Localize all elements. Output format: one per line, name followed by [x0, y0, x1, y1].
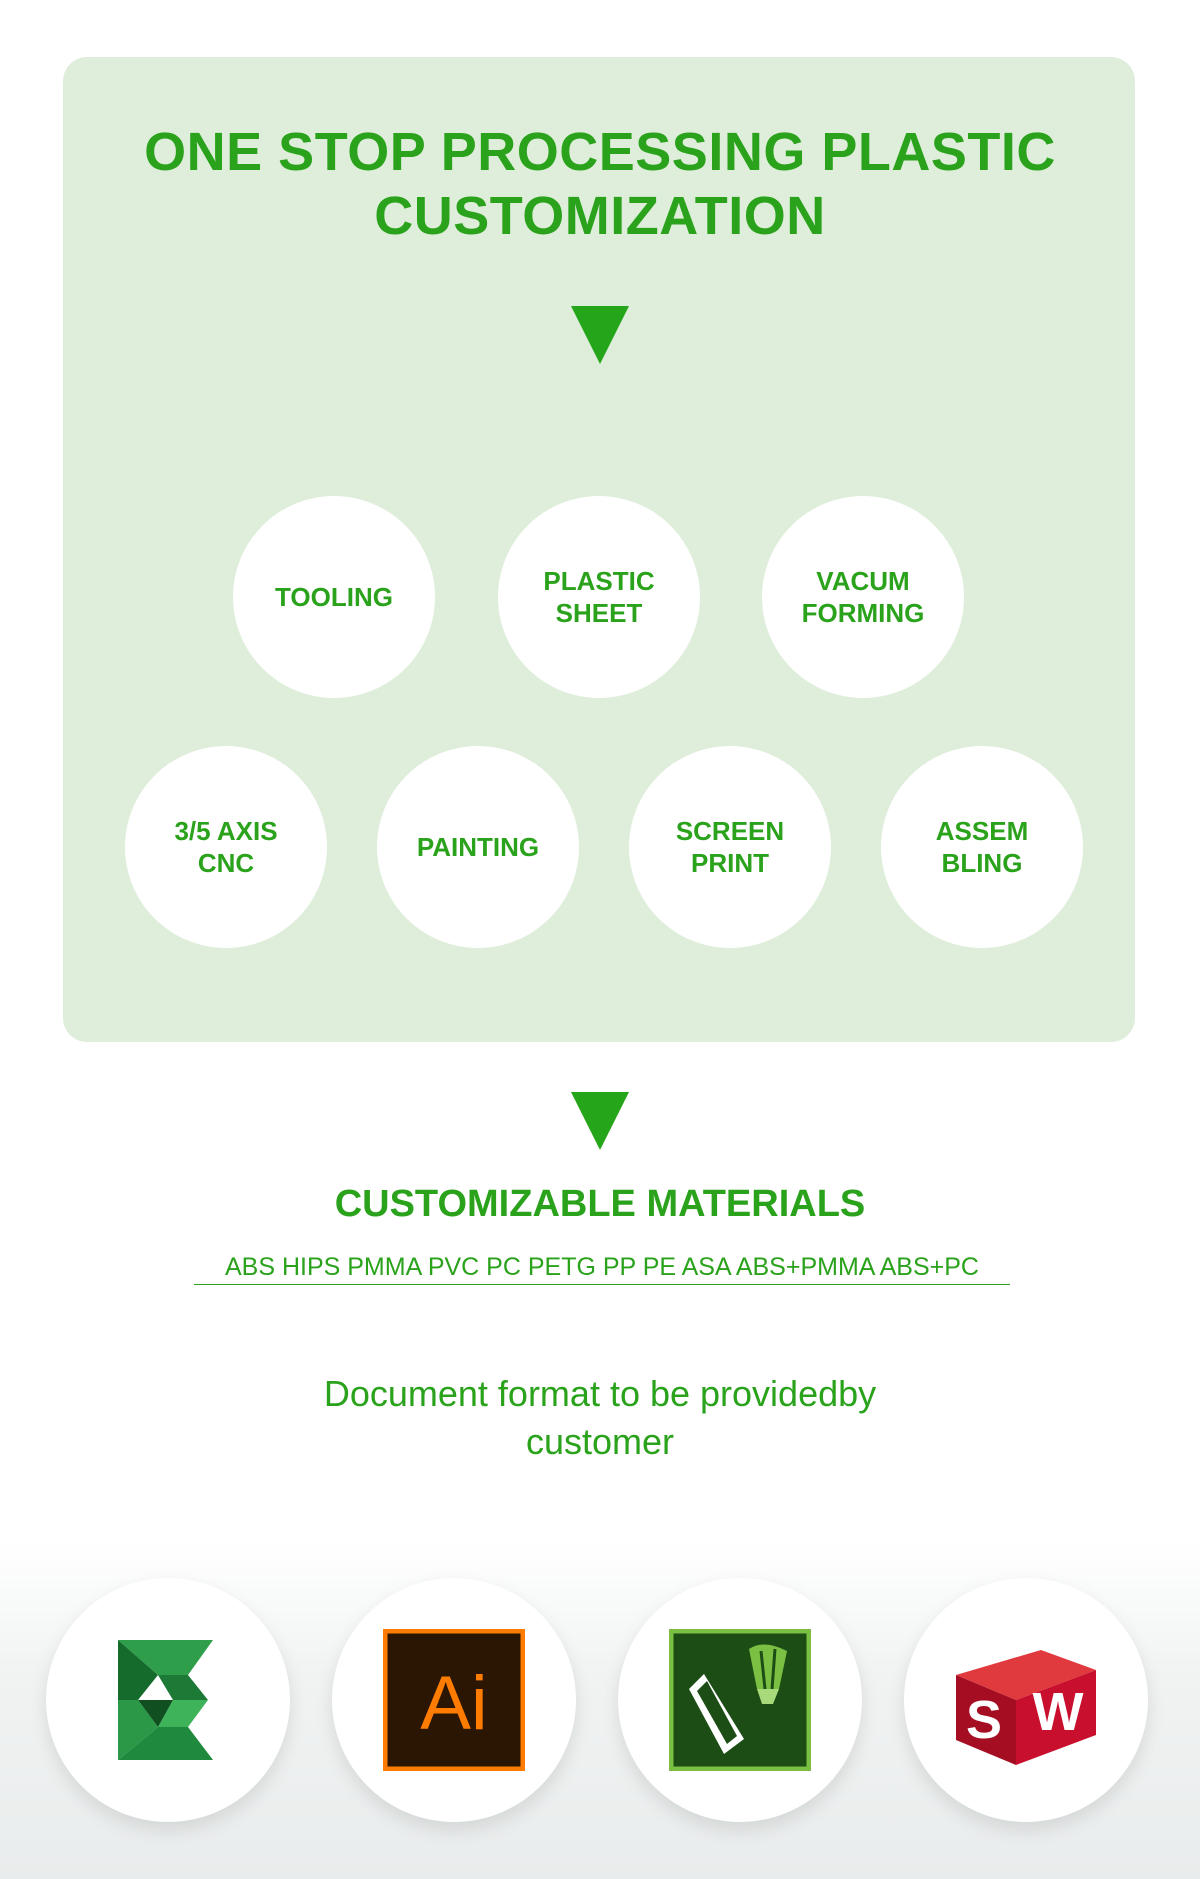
service-cnc: 3/5 AXIS CNC: [125, 746, 327, 948]
materials-title: CUSTOMIZABLE MATERIALS: [334, 1183, 866, 1225]
page-title-line2: CUSTOMIZATION: [374, 186, 826, 246]
down-arrow-icon: [571, 1092, 629, 1150]
3ds-max-icon: [118, 1640, 213, 1760]
svg-text:W: W: [1033, 1682, 1084, 1742]
page-title: ONE STOP PROCESSING PLASTIC CUSTOMIZATIO…: [0, 120, 1200, 248]
service-vacum-forming: VACUM FORMING: [762, 496, 964, 698]
adobe-illustrator-icon: Ai: [383, 1629, 525, 1771]
software-icon-circle: S W: [904, 1578, 1148, 1822]
svg-text:Ai: Ai: [420, 1661, 488, 1746]
coreldraw-icon: [669, 1629, 811, 1771]
solidworks-icon: S W: [956, 1650, 1096, 1765]
service-screen-print: SCREEN PRINT: [629, 746, 831, 948]
service-painting: PAINTING: [377, 746, 579, 948]
software-icon-circle: Ai: [332, 1578, 576, 1822]
materials-list: ABS HIPS PMMA PVC PC PETG PP PE ASA ABS+…: [194, 1250, 1010, 1285]
service-tooling: TOOLING: [233, 496, 435, 698]
svg-text:S: S: [966, 1690, 1002, 1750]
software-icon-circle: [618, 1578, 862, 1822]
down-arrow-icon: [571, 306, 629, 364]
service-plastic-sheet: PLASTIC SHEET: [498, 496, 700, 698]
service-assembling: ASSEM BLING: [881, 746, 1083, 948]
document-format-text: Document format to be providedby custome…: [323, 1373, 877, 1462]
software-icon-circle: [46, 1578, 290, 1822]
page-title-line1: ONE STOP PROCESSING PLASTIC: [144, 122, 1056, 182]
